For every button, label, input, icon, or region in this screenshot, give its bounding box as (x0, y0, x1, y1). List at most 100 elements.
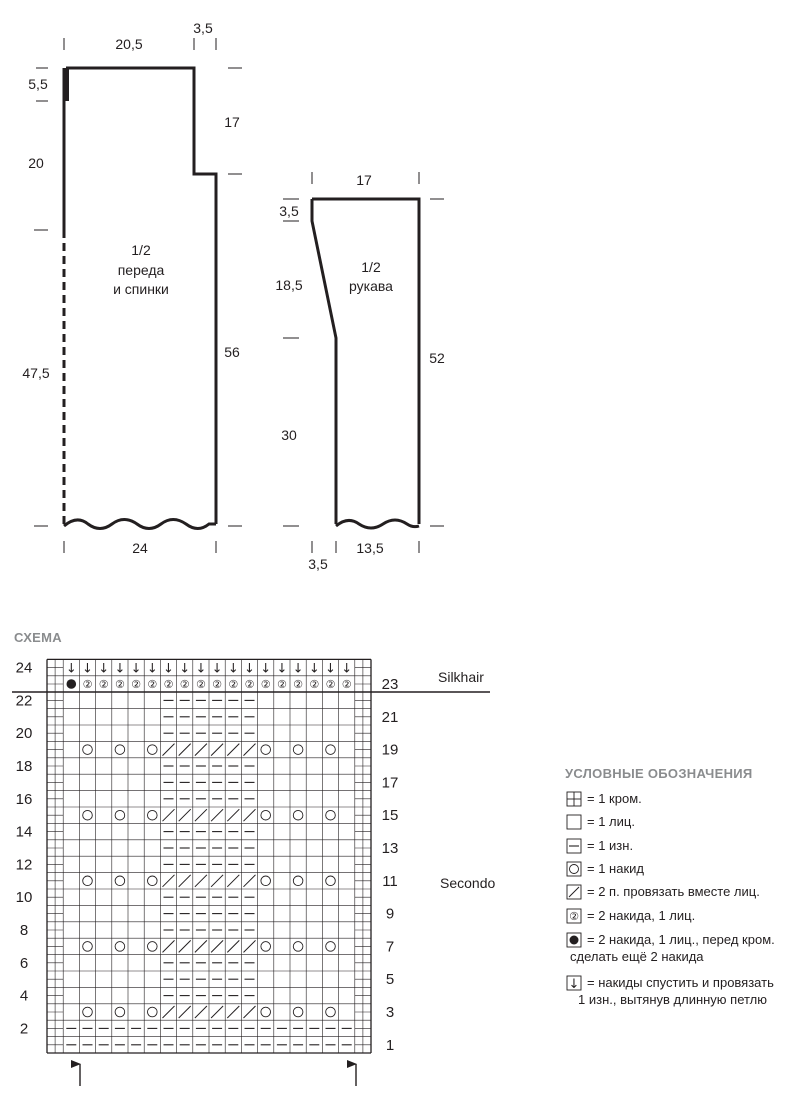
yarn-over-mark (147, 809, 158, 821)
yarn-over-mark (292, 744, 304, 755)
legend-item: = 2 накида, 1 лиц., перед кром.сделать е… (566, 932, 775, 964)
k2tog-mark (178, 1005, 192, 1019)
legend: УСЛОВНЫЕ ОБОЗНАЧЕНИЯ = 1 кром.= 1 лиц.= … (565, 766, 775, 1007)
knit-two-together-icon (566, 884, 582, 900)
k2tog-mark (194, 940, 208, 953)
body-right-upper-dim: 17 (224, 114, 240, 130)
body-left-upper-dim: 20 (28, 155, 44, 171)
yarn-over-mark (114, 875, 126, 887)
k2tog-mark (178, 874, 192, 888)
sleeve-left-lower-dim: 30 (281, 427, 297, 443)
legend-item-label: = 2 накида, 1 лиц., перед кром. (587, 932, 775, 947)
double-yo-mark: ② (212, 678, 222, 691)
body-piece-schematic: 20,5 3,5 5,5 20 47,5 17 56 24 1/2 переда… (22, 20, 242, 556)
drop-yo-arrow-mark: ↓ (147, 662, 158, 677)
drop-yo-arrow-mark: ↓ (309, 662, 320, 677)
left-row-number: 14 (16, 824, 33, 841)
drop-yo-arrow-mark: ↓ (293, 662, 304, 677)
k2tog-mark (226, 1005, 240, 1019)
right-row-number: 15 (382, 807, 399, 824)
body-left-lower-dim: 47,5 (22, 365, 49, 381)
legend-item-label: = 1 кром. (587, 791, 642, 806)
left-row-number: 16 (16, 791, 33, 808)
sleeve-dimension-ticks (283, 172, 444, 553)
right-row-number: 11 (382, 873, 398, 890)
k2tog-mark (178, 743, 192, 756)
drop-yo-arrow-mark: ↓ (131, 662, 142, 677)
yarn-over-mark (114, 941, 126, 952)
chart-title: СХЕМА (14, 630, 62, 645)
filled-dot-mark (66, 679, 77, 689)
legend-item-label: 1 изн., вытянув длинную петлю (578, 992, 767, 1007)
double-yo-mark: ② (196, 678, 206, 691)
yarn-label-secondo: Secondo (440, 875, 495, 891)
left-row-number: 24 (16, 660, 33, 677)
sleeve-top-width-dim: 17 (356, 172, 372, 188)
legend-items: = 1 кром.= 1 лиц.= 1 изн.= 1 накид= 2 п.… (566, 791, 775, 1007)
k2tog-mark (162, 1005, 175, 1019)
yarn-over-mark (325, 1006, 336, 1018)
sleeve-label-line-1: 1/2 (361, 259, 381, 275)
filled-dot-icon (566, 932, 582, 948)
right-row-number: 7 (386, 938, 394, 955)
k2tog-mark (243, 743, 256, 756)
k2tog-mark (178, 940, 192, 953)
double-yarn-over-icon: ② (566, 908, 582, 924)
sleeve-bottom-left-dim: 3,5 (308, 556, 328, 572)
k2tog-mark (210, 1005, 224, 1019)
yarn-over-mark (82, 875, 93, 887)
right-row-number: 3 (386, 1004, 394, 1021)
yarn-over-mark (260, 1006, 271, 1018)
legend-item-label: = 1 накид (587, 861, 644, 876)
sleeve-right-length-dim: 52 (429, 350, 445, 366)
yarn-label-silkhair: Silkhair (438, 669, 484, 685)
k2tog-mark (162, 743, 175, 756)
sleeve-label-line-2: рукава (349, 278, 393, 294)
left-row-number: 20 (16, 725, 33, 742)
k2tog-mark (194, 1005, 208, 1019)
right-row-number: 13 (382, 840, 399, 857)
yarn-over-icon (566, 861, 582, 877)
drop-yo-arrow-mark: ↓ (341, 662, 352, 677)
k2tog-mark (243, 874, 256, 888)
legend-item: = 1 лиц. (566, 814, 635, 830)
double-yo-mark: ② (99, 678, 109, 691)
k2tog-mark (210, 808, 224, 822)
body-piece-outline (62, 66, 218, 530)
yarn-over-mark (147, 875, 158, 887)
double-yo-mark: ② (342, 678, 352, 691)
chart-grid (46, 658, 372, 1054)
legend-item: ②= 2 накида, 1 лиц. (566, 908, 695, 924)
double-yo-mark: ② (164, 678, 174, 691)
drop-yo-arrow-mark: ↓ (179, 662, 190, 677)
k2tog-mark (243, 808, 256, 822)
k2tog-mark (194, 808, 208, 822)
yarn-over-mark (292, 1006, 304, 1018)
right-row-number: 23 (382, 676, 399, 693)
yarn-over-mark (292, 875, 304, 887)
right-row-number: 1 (386, 1037, 394, 1054)
yarn-over-mark (82, 744, 93, 755)
yarn-over-mark (147, 941, 158, 952)
k2tog-mark (162, 940, 175, 953)
sleeve-piece-schematic: 17 3,5 18,5 30 52 3,5 13,5 1/2 рукава (275, 172, 445, 572)
knit-stitch-icon (566, 814, 582, 830)
double-yo-mark: ② (326, 678, 336, 691)
yarn-over-mark (260, 744, 271, 755)
yarn-over-mark (325, 809, 336, 821)
yarn-over-mark (82, 809, 93, 821)
double-yo-mark: ② (131, 678, 141, 691)
body-label-line-3: и спинки (113, 281, 169, 297)
left-row-number: 22 (16, 692, 33, 709)
sleeve-bottom-width-dim: 13,5 (356, 540, 383, 556)
k2tog-mark (226, 940, 240, 953)
body-shoulder-step-dim: 3,5 (193, 20, 213, 36)
left-row-number: 18 (16, 758, 33, 775)
svg-text:↓: ↓ (569, 977, 580, 992)
yarn-over-mark (325, 875, 336, 887)
k2tog-mark (178, 808, 192, 822)
